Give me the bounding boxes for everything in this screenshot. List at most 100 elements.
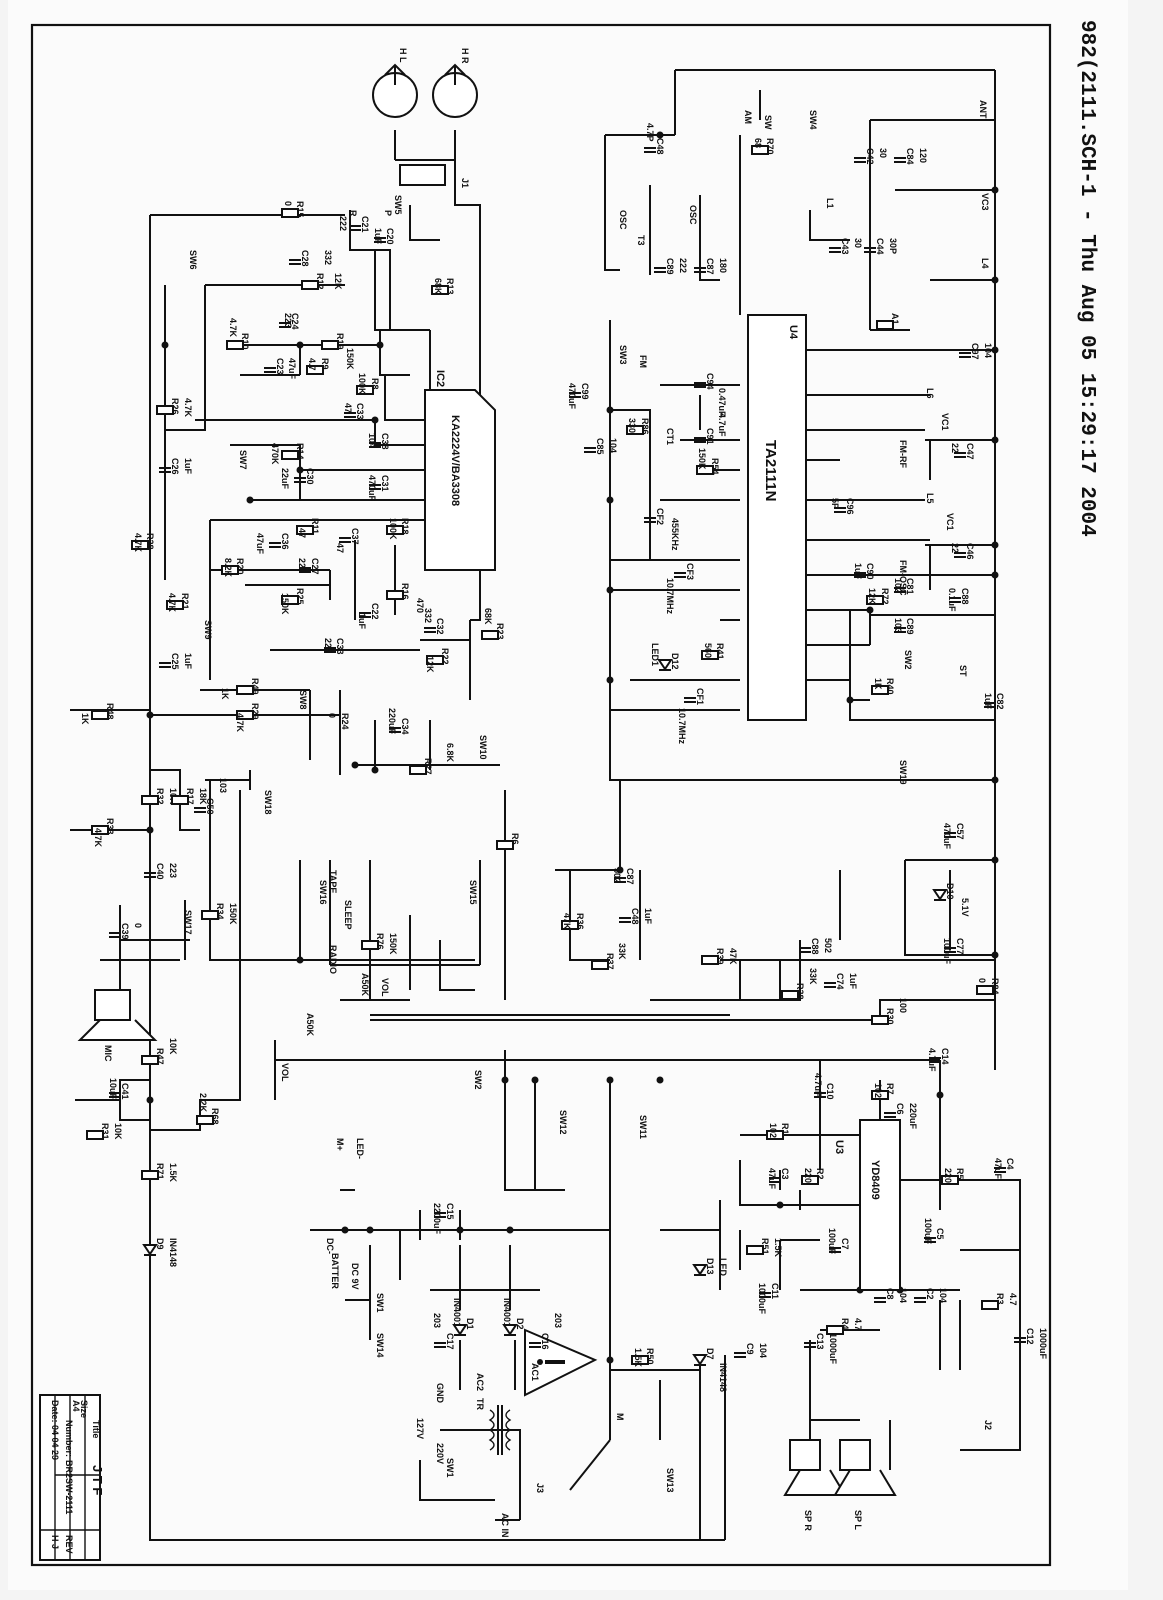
r86-symbol: [626, 425, 644, 435]
label-cf3v: 10.7MHz: [665, 578, 675, 615]
label-r84: R84: [990, 978, 1000, 995]
r34-symbol: [201, 910, 219, 920]
u4-label: U4: [787, 325, 799, 340]
r50-symbol: [631, 1355, 649, 1365]
label-r19: R19: [335, 333, 345, 350]
label-r34v: 150K: [228, 903, 238, 925]
label-c15: C15: [445, 1203, 455, 1220]
label-r13: R13: [445, 278, 455, 295]
r25-symbol: [281, 595, 299, 605]
c3-symbol: [769, 1177, 781, 1183]
label-radio: RADIO: [328, 945, 338, 974]
label-sw14: SW14: [375, 1333, 385, 1358]
label-r51: R51: [760, 1238, 770, 1255]
label-dc9v: DC 9V: [350, 1263, 360, 1290]
label-r11: R11: [310, 518, 320, 534]
label-st: ST: [958, 665, 968, 677]
label-c31v: 470uF: [367, 475, 377, 502]
label-c24: C24: [290, 313, 300, 330]
jack-right-label: H R: [460, 48, 470, 64]
r20-symbol: [221, 565, 239, 575]
label-sleep: SLEEP: [343, 900, 353, 930]
label-c2v: 104: [938, 1288, 948, 1303]
c37-symbol: [339, 537, 351, 543]
label-c87b: C87: [625, 868, 635, 885]
c5-symbol: [924, 1237, 936, 1243]
label-r54: R54: [710, 458, 720, 475]
label-d7v: IN4148: [718, 1363, 728, 1392]
r54-symbol: [696, 465, 714, 475]
label-r30v: 100: [898, 998, 908, 1013]
label-c17v: 203: [432, 1313, 442, 1328]
label-c21v: 222: [338, 216, 348, 231]
label-c88v: 0.1uF: [947, 588, 957, 612]
label-r14v: 470K: [270, 443, 280, 465]
jack-left-label: H L: [398, 48, 408, 63]
c48-symbol: [644, 147, 656, 153]
label-c3v: 47uF: [767, 1168, 777, 1190]
label-c10v: 4.7uF: [813, 1073, 823, 1097]
label-c84v: 120: [918, 148, 928, 163]
label-a50k: A50K: [305, 1013, 315, 1037]
label-cf1: CF1: [695, 688, 705, 705]
label-c91v: 4.7uF: [717, 413, 727, 437]
label-fmrf: FM-RF: [898, 440, 908, 468]
label-c33v: 47: [343, 403, 353, 413]
label-r47: R47: [155, 1048, 165, 1065]
u4: U4 TA2111N: [747, 314, 807, 721]
r38-symbol: [781, 990, 799, 1000]
label-r28v: 4.7K: [133, 533, 143, 553]
label-cf2v: 455KHz: [670, 518, 680, 551]
label-c82: C82: [995, 693, 1005, 710]
label-v127: 127V: [415, 1418, 425, 1439]
label-c44v: 30P: [888, 238, 898, 254]
c39-symbol: [109, 932, 121, 938]
label-ac1: AC1: [530, 1363, 540, 1381]
label-r5: R5: [955, 1168, 965, 1180]
label-c36v: 47uF: [255, 533, 265, 555]
label-r17v: 18K: [198, 788, 208, 805]
label-t3: T3: [636, 235, 646, 246]
c88b-symbol: [799, 947, 811, 953]
label-r9: R9: [320, 358, 330, 370]
c23-symbol: [264, 367, 276, 373]
label-fmosc: FM-OSC: [898, 560, 908, 596]
c87-symbol: [694, 267, 706, 273]
label-c32: C32: [435, 618, 445, 635]
r21-symbol: [166, 600, 184, 610]
c77-symbol: [944, 947, 956, 953]
label-c15v: 2200uF: [432, 1203, 442, 1235]
label-r17: R17: [185, 788, 195, 805]
label-r40v: 1K: [873, 678, 883, 690]
label-sw3: SW3: [618, 345, 628, 365]
label-r16v: 470: [415, 598, 425, 613]
cf2-symbol: [644, 517, 656, 523]
d12-symbol: [657, 659, 673, 671]
label-c57: C57: [955, 823, 965, 840]
junction-dots: [146, 131, 999, 1364]
label-sw8: SW8: [298, 690, 308, 710]
label-c20: C20: [385, 228, 395, 245]
r4-symbol: [826, 1325, 844, 1335]
label-c97v: 104: [983, 343, 993, 358]
c34-symbol: [389, 727, 401, 733]
speaker-r-label: SP R: [803, 1510, 813, 1531]
label-c9: C9: [745, 1343, 755, 1355]
label-c34v: 220uF: [387, 708, 397, 735]
number-label: Number:: [64, 1420, 74, 1457]
label-r37v: 33K: [617, 943, 627, 960]
label-sw: SW: [763, 115, 773, 130]
cf1-symbol: [684, 697, 696, 703]
label-d13: D13: [705, 1258, 715, 1275]
c74-symbol: [824, 982, 836, 988]
c9-symbol: [734, 1352, 746, 1358]
c12-symbol: [1014, 1337, 1026, 1343]
c27-symbol: [299, 567, 311, 573]
label-l4: L4: [980, 258, 990, 269]
c96-symbol: [834, 507, 846, 513]
d13-symbol: [692, 1264, 708, 1276]
label-c91: C91: [705, 428, 715, 445]
title-block: Title J T F Size A4 Number: BR2SW-2111 D…: [39, 1394, 105, 1561]
label-c38v: 104: [367, 433, 377, 448]
